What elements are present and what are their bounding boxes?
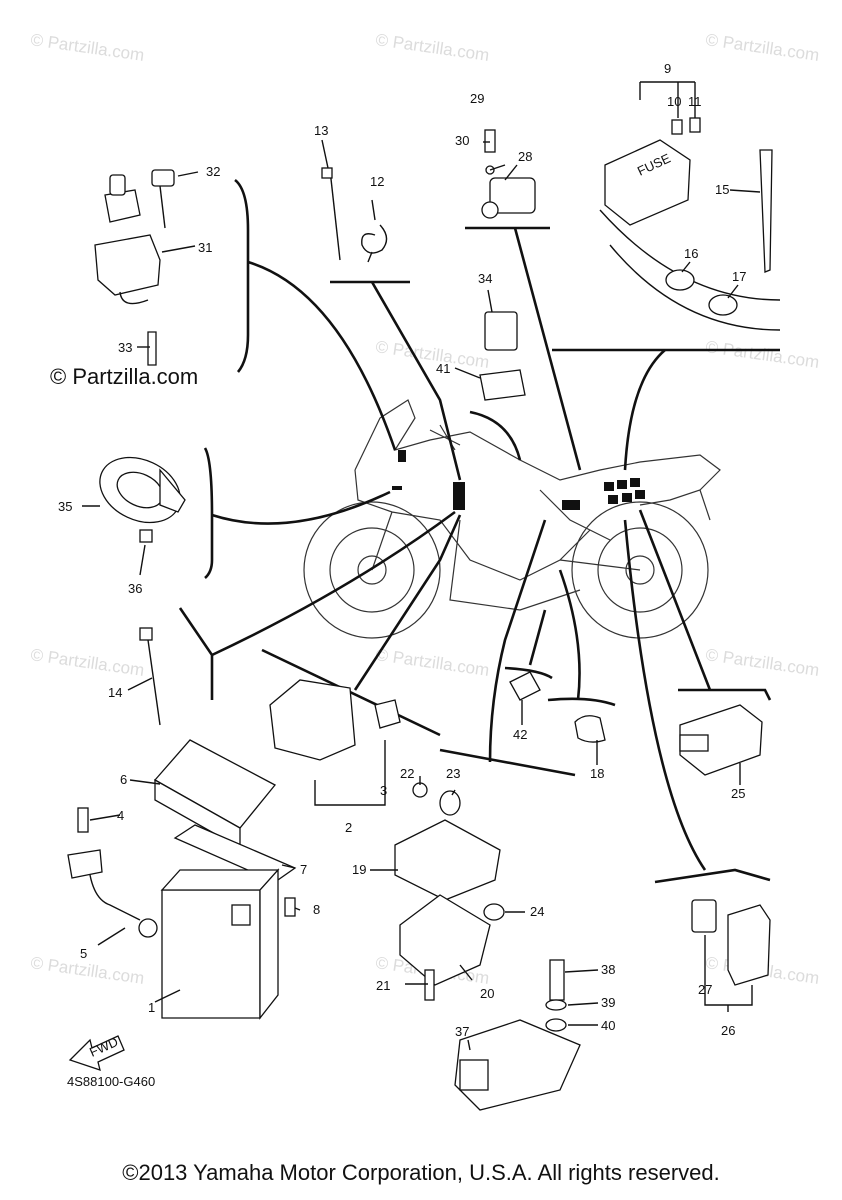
callout-9: 9	[664, 61, 671, 76]
callout-42: 42	[513, 727, 527, 742]
relay-34-assembly	[479, 311, 526, 401]
callout-1: 1	[148, 1000, 155, 1015]
watermark: © Partzilla.com	[29, 645, 145, 680]
callout-36: 36	[128, 581, 142, 596]
callout-30: 30	[455, 133, 469, 148]
watermark: © Partzilla.com	[29, 953, 145, 988]
callout-3: 3	[380, 783, 387, 798]
callout-18: 18	[590, 766, 604, 781]
callout-ticks	[82, 139, 761, 1051]
callout-34: 34	[478, 271, 492, 286]
callout-4: 4	[117, 808, 124, 823]
callout-2: 2	[345, 820, 352, 835]
ecu-37-assembly	[454, 959, 581, 1111]
callout-10: 10	[667, 94, 681, 109]
callout-38: 38	[601, 962, 615, 977]
watermark: © Partzilla.com	[704, 337, 820, 372]
callout-35: 35	[58, 499, 72, 514]
callout-13: 13	[314, 123, 328, 138]
horn-assembly	[99, 456, 186, 543]
callout-27: 27	[698, 982, 712, 997]
callout-20: 20	[480, 986, 494, 1001]
clamp-and-band	[321, 167, 388, 263]
watermark: © Partzilla.com	[374, 337, 490, 372]
callout-23: 23	[446, 766, 460, 781]
callout-14: 14	[108, 685, 122, 700]
callout-29: 29	[470, 91, 484, 106]
leader-lines	[178, 178, 780, 884]
callout-6: 6	[120, 772, 127, 787]
callout-22: 22	[400, 766, 414, 781]
battery-assembly	[67, 739, 297, 1020]
relay-28-assembly	[481, 129, 536, 219]
watermark: © Partzilla.com	[374, 645, 490, 680]
callout-26: 26	[721, 1023, 735, 1038]
watermark: © Partzilla.com	[29, 30, 145, 65]
callout-37: 37	[455, 1024, 469, 1039]
callout-41: 41	[436, 361, 450, 376]
callout-16: 16	[684, 246, 698, 261]
relay-26-assembly	[691, 899, 771, 1012]
callout-12: 12	[370, 174, 384, 189]
starter-relay-assembly	[269, 679, 401, 806]
callout-17: 17	[732, 269, 746, 284]
callout-25: 25	[731, 786, 745, 801]
callout-labels: 1 2 3 4 5 6 7 8 9 10 11 12 13 14 15 16 1…	[58, 61, 746, 1039]
harness-band-assembly	[599, 149, 781, 331]
callout-11: 11	[688, 94, 702, 109]
callout-21: 21	[376, 978, 390, 993]
watermark: © Partzilla.com	[704, 645, 820, 680]
relay-25-assembly	[679, 704, 763, 776]
clamps-18-42	[509, 671, 606, 743]
callout-7: 7	[300, 862, 307, 877]
callout-5: 5	[80, 946, 87, 961]
callout-8: 8	[313, 902, 320, 917]
copyright-notice: ©2013 Yamaha Motor Corporation, U.S.A. A…	[122, 1160, 720, 1185]
motorcycle-outline	[303, 399, 721, 639]
callout-40: 40	[601, 1018, 615, 1033]
partzilla-watermark: © Partzilla.com	[50, 364, 199, 389]
watermark: © Partzilla.com	[374, 30, 490, 65]
callout-33: 33	[118, 340, 132, 355]
callout-32: 32	[206, 164, 220, 179]
callout-24: 24	[530, 904, 544, 919]
drawing-code: 4S88100-G460	[67, 1074, 156, 1089]
callout-28: 28	[518, 149, 532, 164]
ecu-bracket-assembly	[394, 782, 505, 1001]
callout-31: 31	[198, 240, 212, 255]
band-14	[139, 627, 161, 726]
callout-39: 39	[601, 995, 615, 1010]
forward-arrow-icon: FWD	[68, 1034, 125, 1071]
callout-15: 15	[715, 182, 729, 197]
callout-19: 19	[352, 862, 366, 877]
fuse-box-assembly: FUSE	[604, 81, 701, 226]
watermark: © Partzilla.com	[704, 30, 820, 65]
main-switch-assembly	[94, 169, 175, 366]
